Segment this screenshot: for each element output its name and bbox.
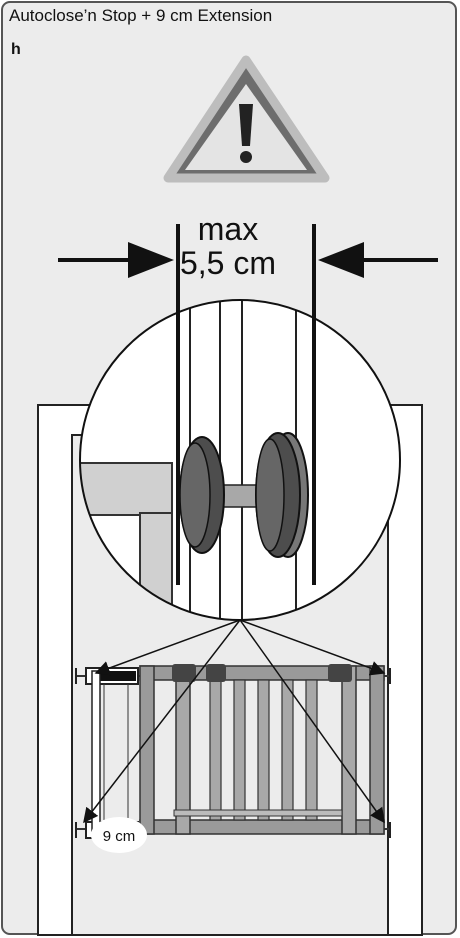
max-gap-label: max 5,5 cm	[168, 212, 288, 280]
page-title: Autoclose’n Stop + 9 cm Extension	[9, 6, 273, 25]
step-letter: h	[11, 41, 21, 58]
left-arrow-icon	[58, 242, 174, 278]
magnified-detail	[79, 299, 401, 621]
left-buffer-wheel	[179, 436, 225, 554]
max-gap-label-line2: 5,5 cm	[179, 245, 277, 281]
pointer-lines	[83, 619, 386, 824]
extension-length-label: 9 cm	[102, 828, 136, 845]
extension-label-bubble	[91, 817, 147, 853]
right-buffer-wheel	[255, 432, 309, 558]
warning-triangle-icon	[163, 55, 330, 183]
max-gap-label-line1: max	[197, 211, 259, 247]
right-arrow-icon	[318, 242, 438, 278]
